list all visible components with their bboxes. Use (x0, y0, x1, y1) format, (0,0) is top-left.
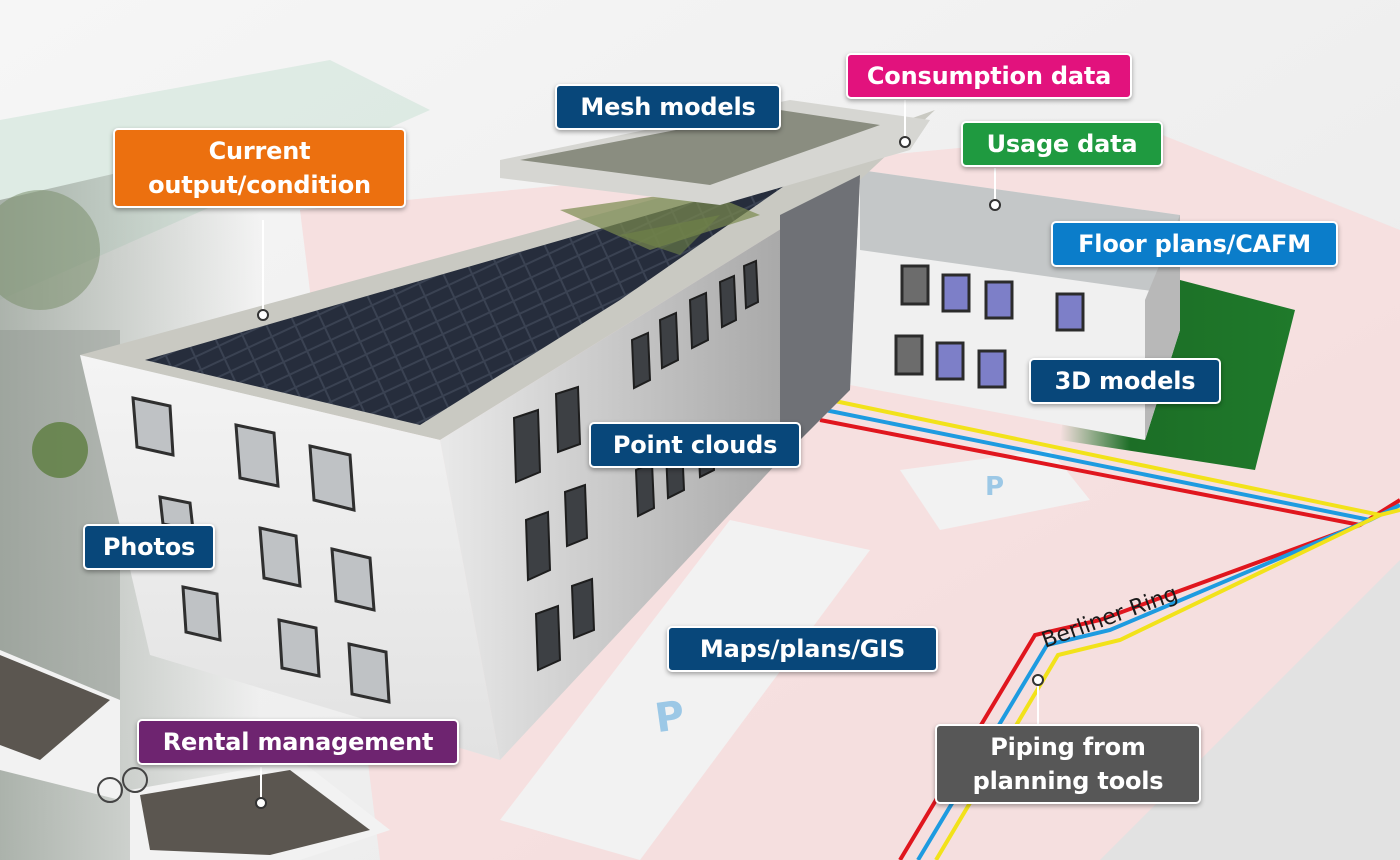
current-output-condition-label: Current output/condition (113, 128, 406, 208)
consumption-data-label: Consumption data (846, 53, 1132, 99)
rental-management-label: Rental management (137, 719, 459, 765)
callout-dot-piping (1032, 674, 1044, 686)
photos-label: Photos (83, 524, 215, 570)
point-clouds-label: Point clouds (589, 422, 801, 468)
piping-from-planning-tools-label: Piping from planning tools (935, 724, 1201, 804)
maps-plans-gis-label: Maps/plans/GIS (667, 626, 938, 672)
parking-symbol-rear: P (985, 472, 1004, 502)
parking-symbol-front: P (652, 692, 687, 742)
callout-dot-usage (989, 199, 1001, 211)
callout-dot-current-output (257, 309, 269, 321)
usage-data-label: Usage data (961, 121, 1163, 167)
3d-models-label: 3D models (1029, 358, 1221, 404)
floor-plans-cafm-label: Floor plans/CAFM (1051, 221, 1338, 267)
callout-dot-rental (255, 797, 267, 809)
mesh-models-label: Mesh models (555, 84, 781, 130)
callout-dot-consumption (899, 136, 911, 148)
